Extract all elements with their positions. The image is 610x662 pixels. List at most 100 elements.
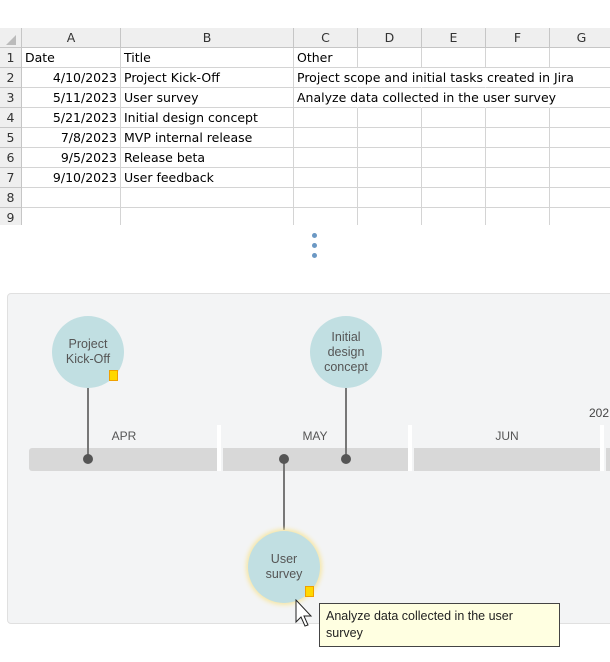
cell[interactable]: Release beta xyxy=(121,148,294,168)
cell[interactable]: 9/5/2023 xyxy=(22,148,121,168)
cell[interactable] xyxy=(358,188,422,208)
column-header-e[interactable]: E xyxy=(422,28,486,48)
cell[interactable] xyxy=(358,68,422,88)
cell[interactable] xyxy=(422,48,486,68)
cell[interactable]: Date xyxy=(22,48,121,68)
milestone-initial-design-concept[interactable]: Initial design concept xyxy=(310,316,382,388)
cell[interactable] xyxy=(550,88,610,108)
cell[interactable] xyxy=(121,188,294,208)
milestone-stem xyxy=(283,460,285,530)
cell[interactable] xyxy=(422,208,486,225)
cell[interactable]: 9/10/2023 xyxy=(22,168,121,188)
month-label-jun: JUN xyxy=(495,429,519,443)
cell[interactable] xyxy=(550,68,610,88)
month-bar-next xyxy=(606,448,610,471)
cell[interactable] xyxy=(422,148,486,168)
column-header-c[interactable]: C xyxy=(294,28,358,48)
cell[interactable] xyxy=(422,88,486,108)
row-header[interactable]: 8 xyxy=(0,188,22,208)
row-header[interactable]: 1 xyxy=(0,48,22,68)
cell[interactable] xyxy=(358,208,422,225)
cell[interactable] xyxy=(422,68,486,88)
column-header-b[interactable]: B xyxy=(121,28,294,48)
cell[interactable]: Project scope and initial tasks created … xyxy=(294,68,574,88)
cell[interactable]: Title xyxy=(121,48,294,68)
cell[interactable] xyxy=(358,48,422,68)
cell[interactable] xyxy=(486,68,550,88)
milestone-dot[interactable] xyxy=(279,454,289,464)
cell[interactable] xyxy=(550,168,610,188)
cell[interactable] xyxy=(422,128,486,148)
cell[interactable] xyxy=(358,128,422,148)
cell[interactable]: User survey xyxy=(121,88,294,108)
cell[interactable] xyxy=(486,208,550,225)
cell[interactable]: Initial design concept xyxy=(121,108,294,128)
cell[interactable] xyxy=(486,108,550,128)
row-header[interactable]: 3 xyxy=(0,88,22,108)
cell[interactable] xyxy=(22,188,121,208)
cell[interactable]: 5/21/2023 xyxy=(22,108,121,128)
row-header[interactable]: 2 xyxy=(0,68,22,88)
cell[interactable] xyxy=(486,128,550,148)
row-header[interactable]: 9 xyxy=(0,208,22,225)
cell[interactable] xyxy=(358,148,422,168)
cell[interactable] xyxy=(550,48,610,68)
row-header[interactable]: 6 xyxy=(0,148,22,168)
select-all-corner[interactable] xyxy=(0,28,22,48)
cell[interactable]: 7/8/2023 xyxy=(22,128,121,148)
cell[interactable] xyxy=(550,188,610,208)
milestone-dot[interactable] xyxy=(341,454,351,464)
cell[interactable] xyxy=(486,188,550,208)
cell[interactable] xyxy=(550,128,610,148)
cell[interactable] xyxy=(422,108,486,128)
cell[interactable] xyxy=(294,108,358,128)
column-header-a[interactable]: A xyxy=(22,28,121,48)
milestone-dot[interactable] xyxy=(83,454,93,464)
cell[interactable] xyxy=(121,208,294,225)
note-icon[interactable] xyxy=(305,586,314,597)
row-header[interactable]: 4 xyxy=(0,108,22,128)
milestone-project-kick-off[interactable]: Project Kick-Off xyxy=(52,316,124,388)
cell[interactable] xyxy=(486,88,550,108)
row-header[interactable]: 7 xyxy=(0,168,22,188)
cell[interactable] xyxy=(294,188,358,208)
cell[interactable] xyxy=(358,108,422,128)
note-tooltip: Analyze data collected in the user surve… xyxy=(319,603,560,647)
cell[interactable]: Project Kick-Off xyxy=(121,68,294,88)
cell[interactable]: 5/11/2023 xyxy=(22,88,121,108)
cell[interactable] xyxy=(358,88,422,108)
column-header-g[interactable]: G xyxy=(550,28,610,48)
cell[interactable]: User feedback xyxy=(121,168,294,188)
cell[interactable] xyxy=(550,148,610,168)
cell[interactable] xyxy=(422,168,486,188)
sheet-row: 9 xyxy=(0,208,610,225)
cell[interactable] xyxy=(22,208,121,225)
cell[interactable] xyxy=(486,48,550,68)
note-icon[interactable] xyxy=(109,370,118,381)
cell[interactable] xyxy=(294,128,358,148)
column-header-d[interactable]: D xyxy=(358,28,422,48)
cell[interactable] xyxy=(358,168,422,188)
cell[interactable] xyxy=(294,168,358,188)
cell[interactable] xyxy=(294,208,358,225)
cell[interactable]: Other xyxy=(294,48,358,68)
cell[interactable] xyxy=(486,168,550,188)
cell[interactable] xyxy=(550,208,610,225)
cell[interactable]: MVP internal release xyxy=(121,128,294,148)
month-separator xyxy=(600,425,604,471)
cell[interactable] xyxy=(422,188,486,208)
cell[interactable]: 4/10/2023 xyxy=(22,68,121,88)
column-header-f[interactable]: F xyxy=(486,28,550,48)
sheet-row: 8 xyxy=(0,188,610,208)
row-header[interactable]: 5 xyxy=(0,128,22,148)
column-header-row: A B C D E F G xyxy=(0,28,610,48)
cell[interactable]: Analyze data collected in the user surve… xyxy=(294,88,556,108)
cell[interactable] xyxy=(486,148,550,168)
cell[interactable] xyxy=(550,108,610,128)
cell[interactable] xyxy=(294,148,358,168)
